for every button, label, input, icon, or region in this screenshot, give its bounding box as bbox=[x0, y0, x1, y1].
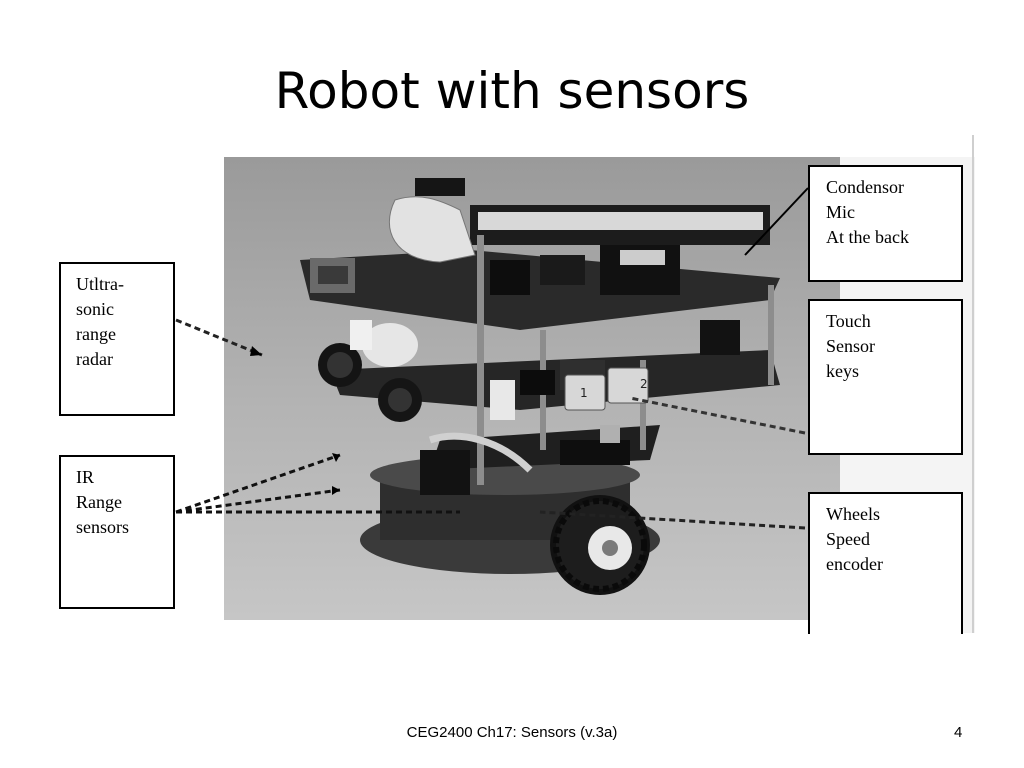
condensor-label-line-3: At the back bbox=[826, 227, 909, 247]
ir-label-line-1: IR bbox=[76, 467, 94, 487]
touch-label-line-2: Sensor bbox=[826, 336, 875, 356]
slide-title: Robot with sensors bbox=[274, 62, 750, 120]
ir-label-line-2: Range bbox=[76, 492, 122, 512]
page-number: 4 bbox=[954, 724, 963, 741]
touch-key-digit-2: 2 bbox=[640, 377, 648, 391]
wheels-label-line-1: Wheels bbox=[826, 504, 880, 524]
condensor-label-box: Condensor Mic At the back bbox=[808, 165, 963, 282]
ultrasonic-label-line-3: range bbox=[76, 324, 116, 344]
condensor-label-line-1: Condensor bbox=[826, 177, 904, 197]
touch-key-digit-1: 1 bbox=[580, 386, 588, 400]
wheels-label-line-3: encoder bbox=[826, 554, 883, 574]
ultrasonic-label-line-1: Utltra- bbox=[76, 274, 124, 294]
wheels-label-line-2: Speed bbox=[826, 529, 870, 549]
ultrasonic-label-line-4: radar bbox=[76, 349, 113, 369]
ir-label-box: IR Range sensors bbox=[59, 455, 175, 609]
slide-footer: CEG2400 Ch17: Sensors (v.3a) bbox=[406, 724, 618, 741]
touch-label-line-3: keys bbox=[826, 361, 859, 381]
ir-label-line-3: sensors bbox=[76, 517, 129, 537]
wheels-label-box: Wheels Speed encoder bbox=[808, 492, 963, 634]
condensor-label-line-2: Mic bbox=[826, 202, 855, 222]
ultrasonic-label-line-2: sonic bbox=[76, 299, 114, 319]
ultrasonic-label-box: Utltra- sonic range radar bbox=[59, 262, 175, 416]
touch-label-box: Touch Sensor keys bbox=[808, 299, 963, 455]
touch-label-line-1: Touch bbox=[826, 311, 871, 331]
